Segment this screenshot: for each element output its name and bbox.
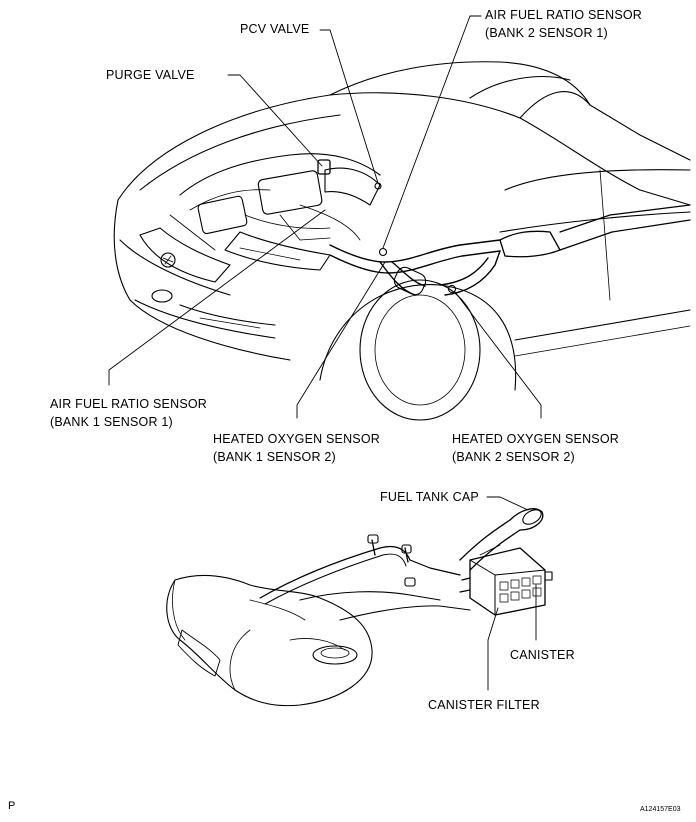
purge-valve-label: PURGE VALVE <box>106 68 195 82</box>
vehicle-drawing <box>113 61 691 421</box>
pcv-valve-label: PCV VALVE <box>240 22 310 36</box>
af-sensor-bank2-label-line1: AIR FUEL RATIO SENSOR <box>485 8 643 22</box>
ho2-bank2-label-line1: HEATED OXYGEN SENSOR <box>452 432 619 446</box>
af-sensor-bank2-label-line2: (BANK 2 SENSOR 1) <box>485 26 608 40</box>
ho2-bank1-label-line1: HEATED OXYGEN SENSOR <box>213 432 380 446</box>
af-sensor-bank1-label-line1: AIR FUEL RATIO SENSOR <box>50 397 208 411</box>
corner-mark: P <box>8 800 16 812</box>
af-sensor-bank1-label-line2: (BANK 1 SENSOR 1) <box>50 415 173 429</box>
fuel-tank-cap-label: FUEL TANK CAP <box>380 490 479 504</box>
canister-filter-label: CANISTER FILTER <box>428 698 540 712</box>
ho2-bank1-label-line2: (BANK 1 SENSOR 2) <box>213 450 336 464</box>
figure-code: A124157E03 <box>640 806 681 813</box>
fuel-system-drawing <box>166 508 553 707</box>
leader-lines <box>108 15 542 691</box>
canister-label: CANISTER <box>510 648 575 662</box>
ho2-bank2-label-line2: (BANK 2 SENSOR 2) <box>452 450 575 464</box>
